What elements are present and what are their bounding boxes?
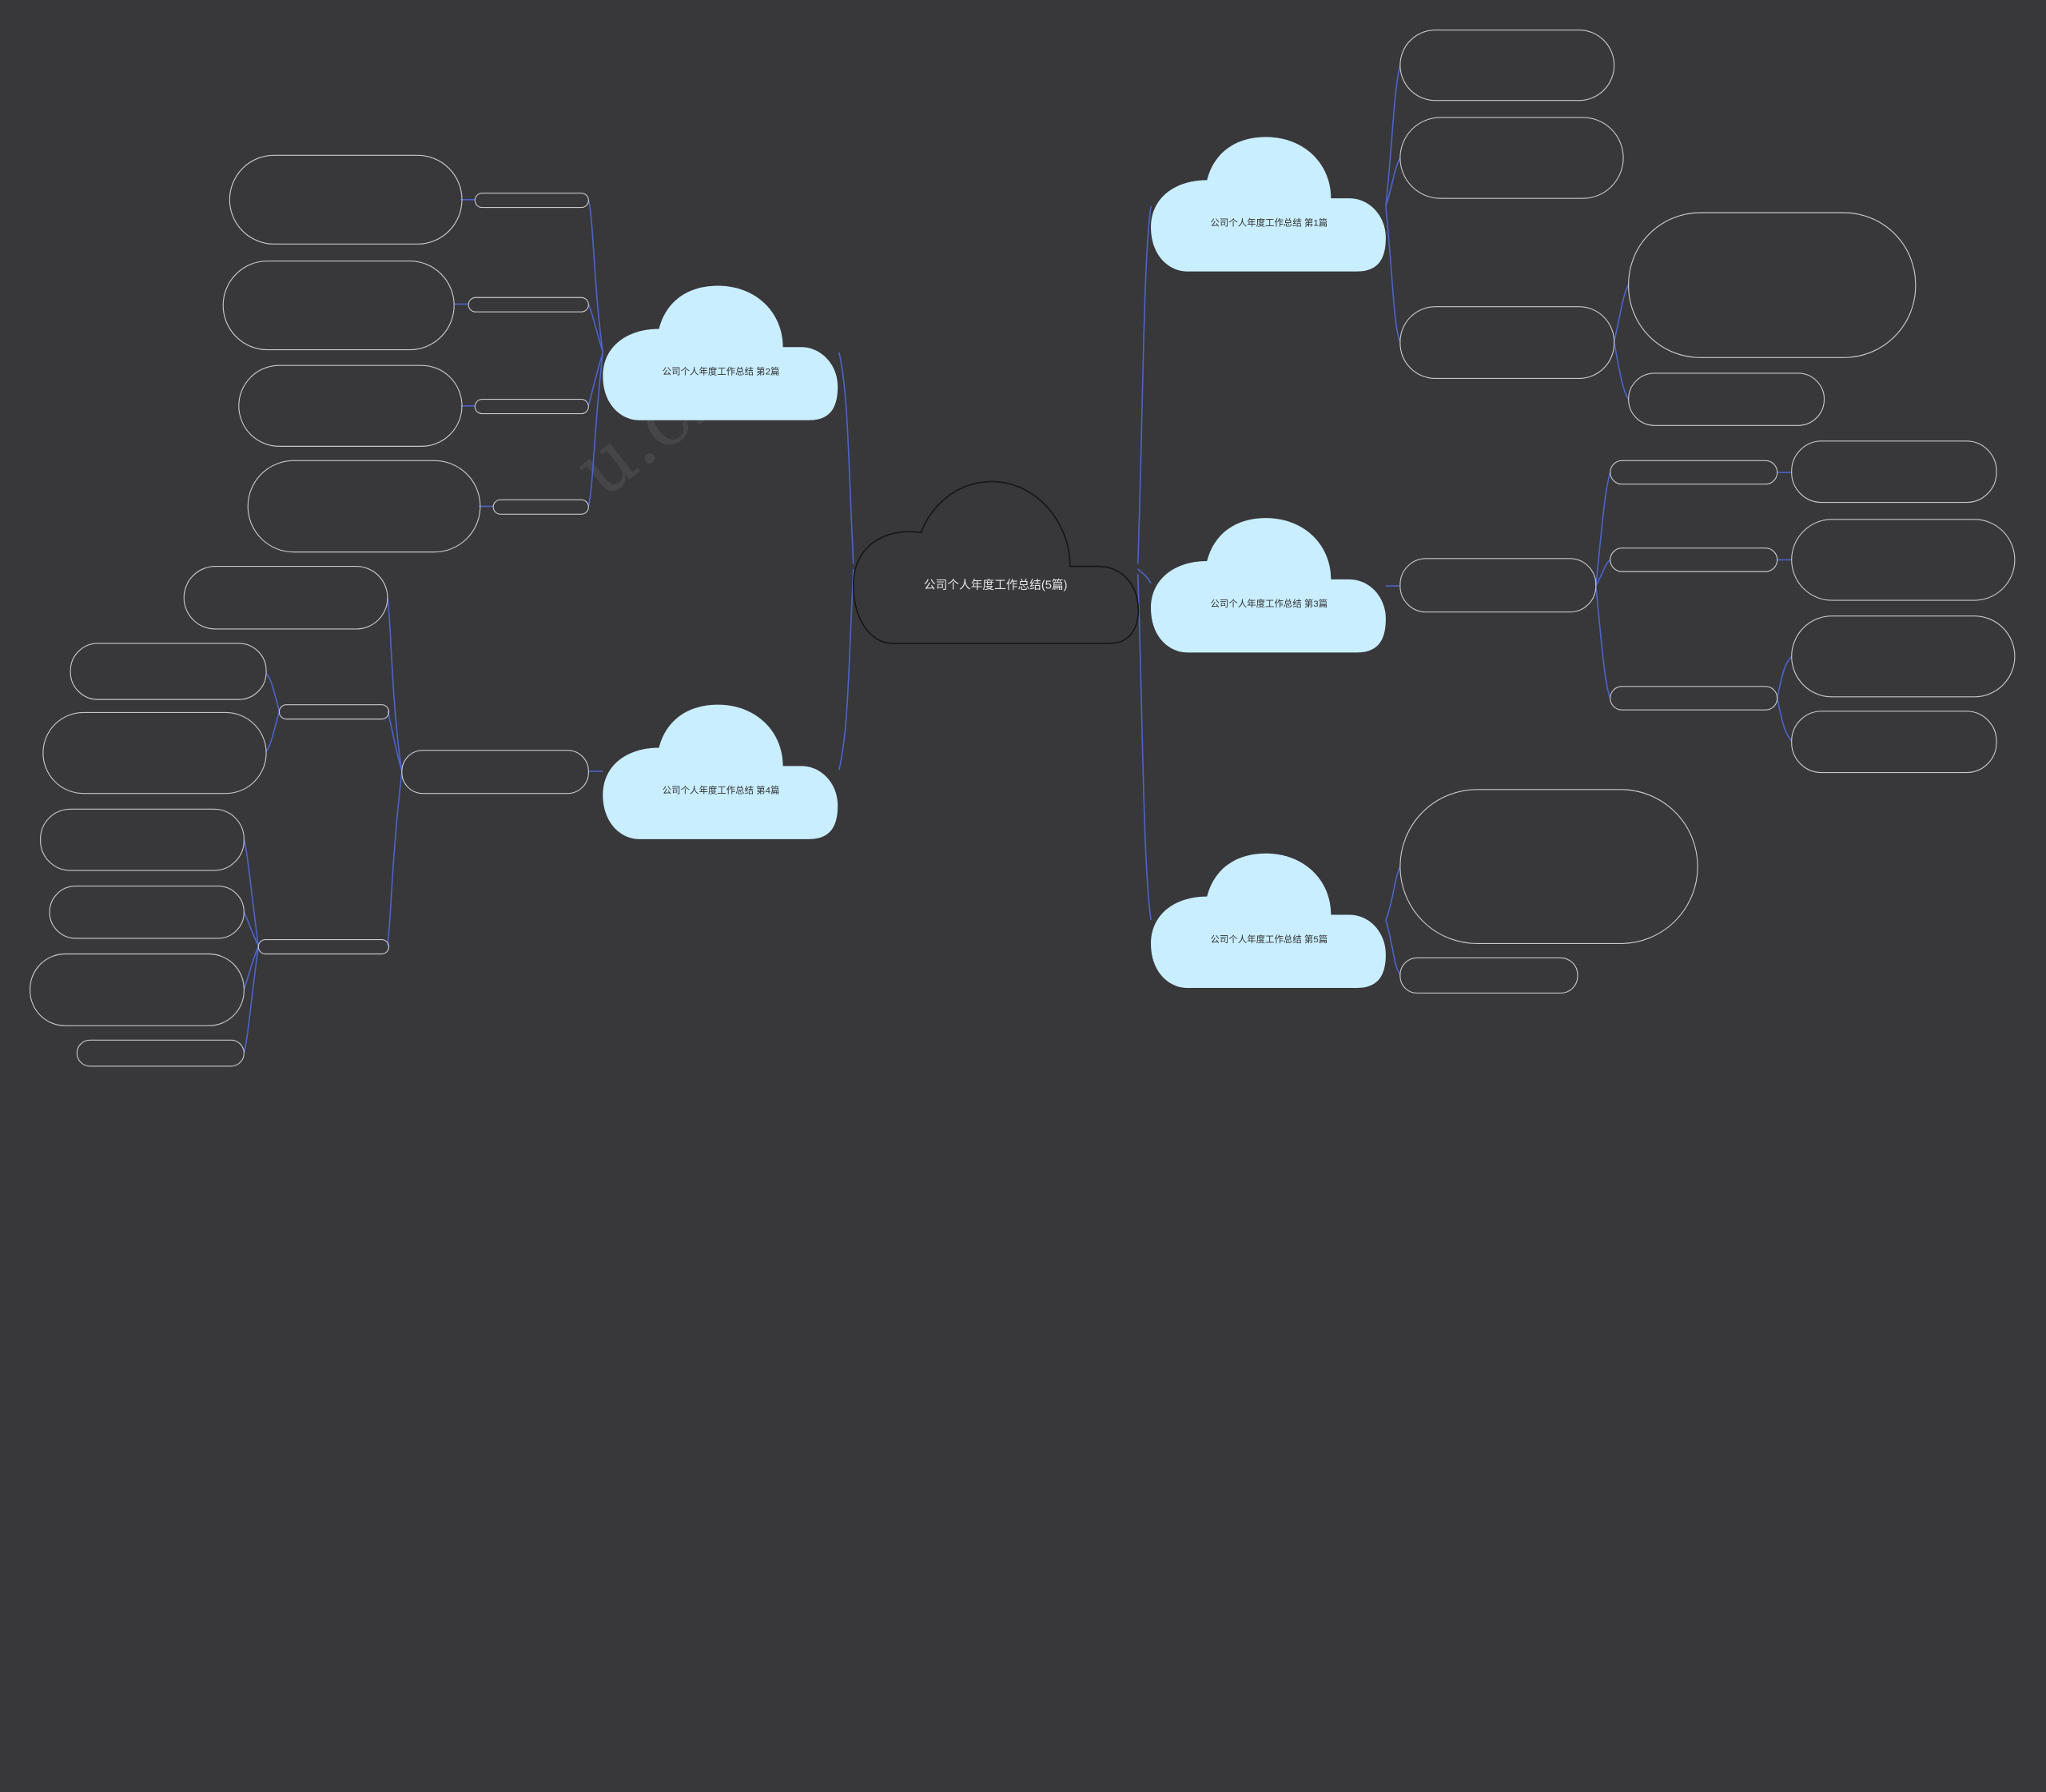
branch-label-3: 公司个人年度工作总结 第3篇 <box>1210 600 1328 610</box>
node-small[interactable] <box>474 193 589 209</box>
node-text-block[interactable] <box>229 154 463 245</box>
branch5-nodes <box>1399 789 1698 994</box>
node-medium[interactable] <box>1399 306 1615 380</box>
node-small[interactable] <box>474 399 589 415</box>
node-text-block[interactable] <box>247 460 481 553</box>
node-medium[interactable] <box>1399 558 1597 613</box>
node-small[interactable] <box>278 704 390 720</box>
branch-cloud-2[interactable] <box>603 285 838 420</box>
node-text-block[interactable] <box>1399 789 1698 945</box>
node-medium[interactable] <box>401 750 589 794</box>
node-text-block[interactable] <box>76 1039 245 1067</box>
node-text-block[interactable] <box>70 643 267 700</box>
branch-cloud-3[interactable] <box>1151 518 1386 653</box>
branch4-connectors <box>243 597 603 1053</box>
branch2-connectors <box>454 198 604 508</box>
node-text-block[interactable] <box>1628 212 1917 358</box>
node-small[interactable] <box>492 499 589 515</box>
branch1-connectors <box>1385 65 1630 400</box>
node-text-block[interactable] <box>1791 440 1997 504</box>
branch5-connectors <box>1385 866 1401 976</box>
node-text-block[interactable] <box>1791 615 2016 698</box>
branch4-nodes <box>29 566 589 1067</box>
mindmap-diagram <box>29 29 2016 1067</box>
node-small[interactable] <box>468 297 589 313</box>
branch1-nodes <box>1399 29 1917 426</box>
node-text-block[interactable] <box>222 260 455 351</box>
branch-cloud-4[interactable] <box>603 704 838 839</box>
node-small[interactable] <box>1610 686 1778 711</box>
branch-label-1: 公司个人年度工作总结 第1篇 <box>1210 219 1328 229</box>
node-small[interactable] <box>1610 460 1778 485</box>
branch-label-2: 公司个人年度工作总结 第2篇 <box>662 368 780 377</box>
root-label: 公司个人年度工作总结(5篇) <box>923 578 1068 591</box>
root-cloud[interactable] <box>852 480 1140 644</box>
branch2-nodes <box>222 154 589 553</box>
node-small[interactable] <box>1610 548 1778 572</box>
node-text-block[interactable] <box>238 364 463 447</box>
branch-label-5: 公司个人年度工作总结 第5篇 <box>1210 935 1328 946</box>
branch3-connectors <box>1385 472 1793 742</box>
node-text-block[interactable] <box>49 886 245 939</box>
node-text-block[interactable] <box>1399 117 1624 199</box>
branch3-nodes <box>1399 440 2016 774</box>
branch-label-4: 公司个人年度工作总结 第4篇 <box>662 786 780 796</box>
root-connectors <box>838 205 1152 921</box>
node-text-block[interactable] <box>1399 957 1578 994</box>
node-text-block[interactable] <box>29 953 245 1026</box>
node-text-block[interactable] <box>183 566 388 630</box>
branch-cloud-5[interactable] <box>1151 853 1386 988</box>
node-small[interactable] <box>257 938 390 955</box>
node-text-block[interactable] <box>40 808 245 871</box>
node-text-block[interactable] <box>1399 29 1615 102</box>
node-text-block[interactable] <box>1791 711 1997 774</box>
node-text-block[interactable] <box>1791 519 2016 601</box>
node-text-block[interactable] <box>42 711 267 794</box>
branch-cloud-1[interactable] <box>1151 137 1386 272</box>
node-text-block[interactable] <box>1628 372 1825 426</box>
